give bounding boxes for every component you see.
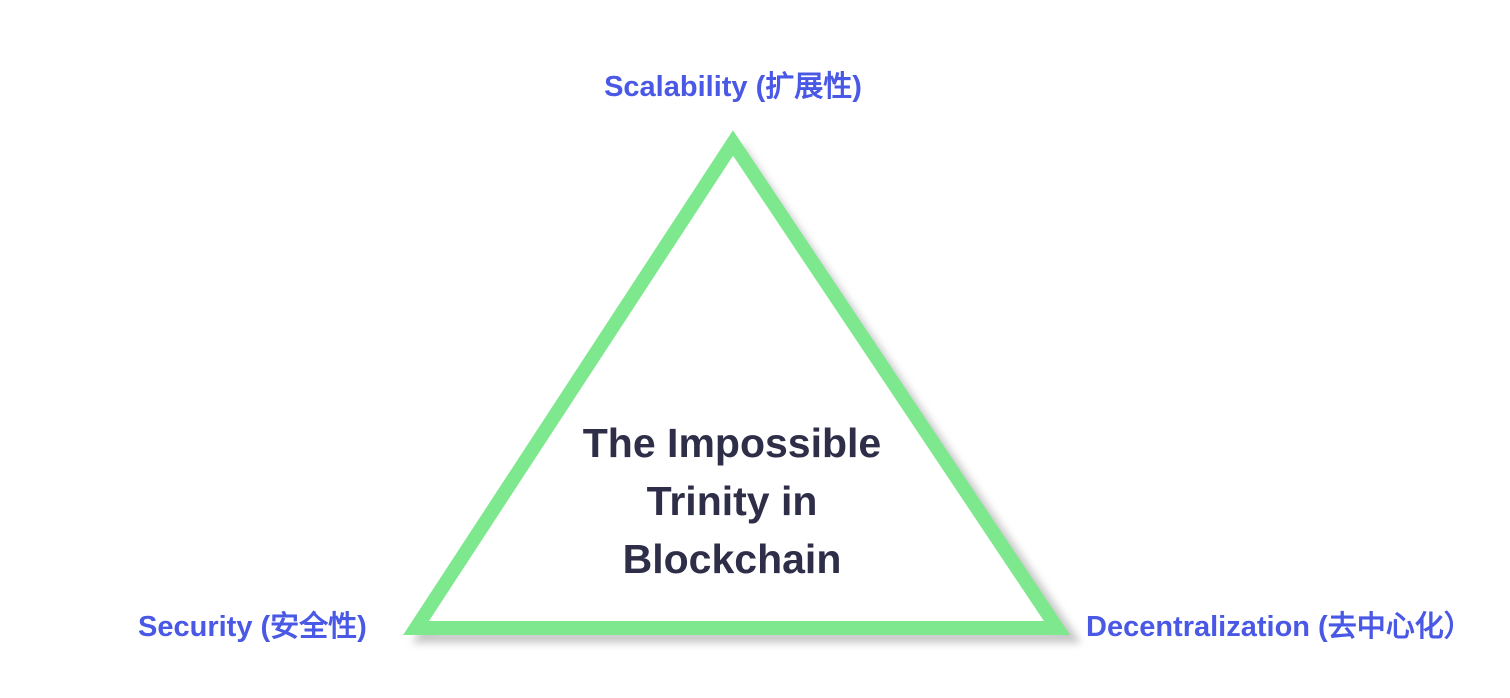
- center-title-line-3: Blockchain: [622, 536, 842, 582]
- vertex-label-security: Security (安全性): [138, 611, 367, 643]
- center-title-line-1: The Impossible: [582, 420, 882, 466]
- center-title-line-2: Trinity in: [646, 478, 818, 524]
- vertex-label-scalability: Scalability (扩展性): [604, 71, 862, 103]
- center-title: The Impossible Trinity in Blockchain: [532, 414, 932, 588]
- impossible-trinity-triangle: [403, 130, 1071, 635]
- vertex-label-decentralization: Decentralization (去中心化）: [1086, 611, 1473, 643]
